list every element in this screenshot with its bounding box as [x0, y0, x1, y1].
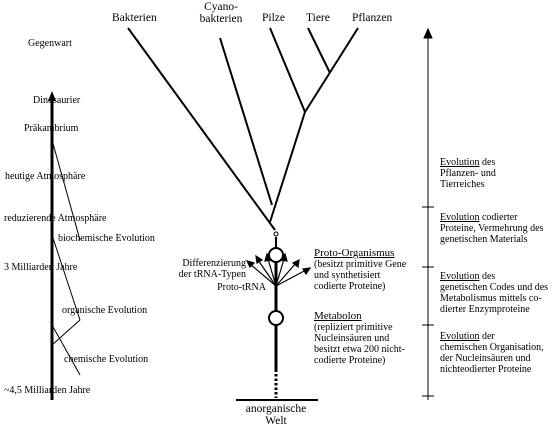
metabolon-line-1: (repliziert primitive — [314, 322, 393, 333]
stage-1-line-3: Tierreiches — [440, 179, 485, 190]
stage-3-line-3: Metabolismus mittels co- — [440, 293, 542, 304]
label-differenzierung-2: der tRNA-Typen — [178, 269, 246, 280]
stage-2-line-2: Proteine, Vermehrung des — [440, 223, 544, 234]
stage-4-line-3: der Nucleinsäuren und — [440, 353, 531, 364]
metabolon-node — [268, 310, 284, 326]
stage-1-line-1: Evolution des — [440, 157, 496, 168]
leaf-bakterien: Bakterien — [112, 12, 157, 24]
stage-4-line-4: nichteodierter Proteine — [440, 364, 532, 375]
leaf-cyano-line2: bakterien — [199, 13, 243, 25]
stage-3-line-1: Evolution des — [440, 271, 496, 282]
stage-4-keyword: Evolution — [440, 331, 480, 342]
leaf-tiere: Tiere — [306, 12, 330, 24]
evo-line-chemical — [51, 324, 81, 376]
branch-eukaryote — [269, 111, 306, 223]
stage-4-line-2: chemischen Organisation, — [440, 342, 544, 353]
root-label-2: Welt — [265, 415, 287, 427]
label-organische-evolution: organische Evolution — [62, 305, 148, 316]
stage-4-line-1: Evolution der — [440, 331, 495, 342]
label-3-milliarden-jahre: 3 Milliarden Jahre — [4, 262, 78, 273]
metabolon-line-3: besitzt etwa 200 nicht- — [314, 344, 405, 355]
label-reduzierende-atmosphaere: reduzierende Atmosphäre — [4, 213, 107, 224]
metabolon-line-2: Nucleinsäuren und — [314, 333, 390, 344]
label-gegenwart: Gegenwart — [28, 38, 72, 49]
stage-1-keyword: Evolution — [440, 157, 480, 168]
stage-3-keyword: Evolution — [440, 271, 480, 282]
root-label-1: anorganische — [245, 403, 307, 415]
label-dinosaurier: Dinosaurier — [33, 95, 81, 106]
trna-fan — [245, 252, 312, 287]
stage-2-line-1: Evolution codierter — [440, 212, 518, 223]
label-4-5-milliarden-jahre: ~4,5 Milliarden Jahre — [4, 385, 91, 396]
right-time-axis — [422, 27, 434, 400]
phylogenetic-tree — [127, 27, 359, 401]
evo-line-organic — [51, 234, 81, 321]
label-heutige-atmosphaere: heutige Atmosphäre — [5, 171, 86, 182]
metabolon-title: Metabolon — [314, 310, 362, 322]
evo-line-bio — [51, 139, 81, 241]
label-chemische-evolution: chemische Evolution — [64, 354, 149, 365]
proto-organismus-title: Proto-Organismus — [314, 247, 395, 259]
branch-node-small — [273, 231, 279, 237]
proto-organismus-line-1: (besitzt primitive Gene — [314, 259, 407, 270]
branch-cyano — [219, 37, 273, 206]
left-time-axis — [48, 91, 81, 400]
label-proto-trna: Proto-tRNA — [217, 282, 266, 293]
evo-line-organic-2 — [51, 319, 81, 346]
stage-3-line-2: genetischen Codes und des — [440, 282, 549, 293]
stage-2-keyword: Evolution — [440, 212, 480, 223]
right-axis-arrowhead-icon — [423, 27, 433, 39]
proto-organismus-line-3: codierte Proteine) — [314, 281, 386, 292]
label-differenzierung-1: Differenzierung — [182, 258, 246, 269]
leaf-cyano-line1: Cyano- — [204, 1, 238, 13]
leaf-pilze: Pilze — [262, 12, 285, 24]
leaf-pflanzen: Pflanzen — [352, 12, 393, 24]
branch-pflanzen — [304, 27, 359, 113]
branch-tiere — [307, 27, 331, 74]
stage-2-line-3: genetischen Materials — [440, 234, 528, 245]
axis-arrowhead-icon — [48, 91, 56, 101]
branch-pilze — [269, 27, 306, 113]
metabolon-line-4: codierte Proteine) — [314, 355, 386, 366]
branch-bakterien — [127, 27, 276, 231]
label-biochemische-evolution: biochemische Evolution — [58, 233, 155, 244]
proto-organismus-line-2: und synthetisiert — [314, 270, 381, 281]
stage-1-line-2: Pflanzen- und — [440, 168, 496, 179]
stage-3-line-4: dierter Enzymproteine — [440, 304, 530, 315]
label-praekambrium: Präkambrium — [24, 123, 79, 134]
